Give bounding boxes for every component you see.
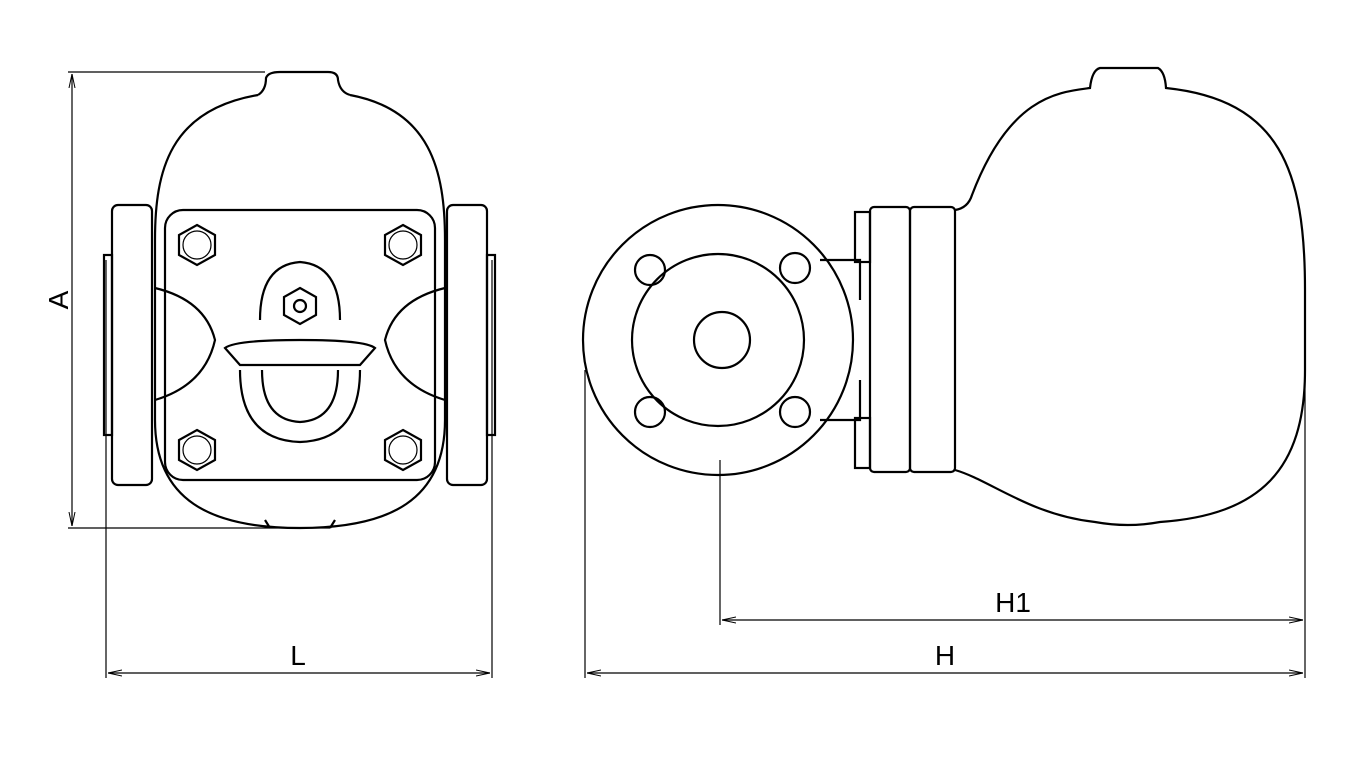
bolt-head xyxy=(853,416,872,470)
bolt-head xyxy=(853,210,872,264)
top-cap xyxy=(257,70,351,97)
bolt-hex xyxy=(177,223,423,472)
bolt-hole xyxy=(633,253,667,287)
front-view xyxy=(102,70,497,530)
right-flange xyxy=(445,203,489,487)
vent-nut-icon xyxy=(282,286,318,326)
dimension-h-label: H xyxy=(935,640,955,671)
dimension-h1-label: H1 xyxy=(995,587,1031,618)
pipe-body xyxy=(154,286,446,402)
cover-plate xyxy=(163,208,437,482)
bolt-hole xyxy=(633,395,667,429)
flange-face xyxy=(581,203,855,477)
bolt-hole xyxy=(778,251,812,285)
left-flange xyxy=(110,203,154,487)
neck xyxy=(820,258,862,422)
valve-boss xyxy=(258,260,342,321)
dimension-l-label: L xyxy=(290,640,306,671)
dimension-h: H xyxy=(584,310,1306,678)
u-bracket xyxy=(238,369,362,444)
bolt-hole xyxy=(778,395,812,429)
dimension-a-label: A xyxy=(43,290,74,309)
float-body xyxy=(954,66,1307,527)
left-flange-rim xyxy=(102,253,114,437)
float-lever xyxy=(223,338,377,367)
right-flange-rim xyxy=(485,253,497,437)
body-flange xyxy=(868,205,912,474)
raised-face xyxy=(630,252,806,428)
dimension-a: A xyxy=(43,71,330,529)
dimension-l: L xyxy=(105,260,493,678)
side-view xyxy=(581,66,1307,527)
cover-flange xyxy=(908,205,957,474)
bore xyxy=(692,310,752,370)
dimension-h1: H1 xyxy=(719,460,1303,625)
